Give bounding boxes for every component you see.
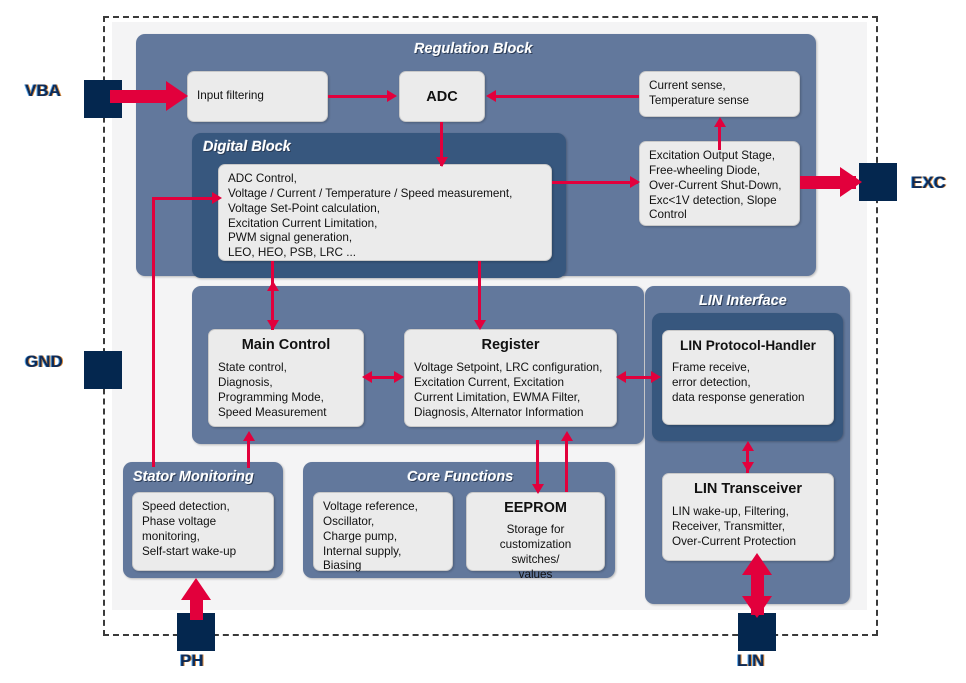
box-adc[interactable]: ADC	[399, 71, 485, 122]
connector-main-control-riser-upper	[271, 261, 274, 291]
box-core-analog-body: Voltage reference, Oscillator, Charge pu…	[323, 500, 418, 573]
connector-current-sense-to-adc	[495, 95, 639, 98]
box-core-analog[interactable]: Voltage reference, Oscillator, Charge pu…	[313, 492, 453, 573]
arrow-current-sense-to-adc	[486, 90, 496, 102]
box-eeprom-body: Storage for customization switches/ valu…	[499, 523, 572, 581]
pin-lin-label: LIN	[737, 651, 765, 670]
arrow-eeprom-to-register	[561, 431, 573, 441]
connector-stator-riser	[152, 197, 155, 467]
box-current-temperature-sense-body: Current sense, Temperature sense	[649, 79, 750, 107]
arrow-transceiver-to-lin-pin	[742, 596, 772, 618]
connector-register-lin-handler	[625, 376, 655, 379]
box-excitation-output-stage[interactable]: Excitation Output Stage, Free-wheeling D…	[639, 141, 800, 226]
arrow-adc-to-digital-core	[436, 157, 448, 167]
box-lin-transceiver-header: LIN Transceiver	[694, 481, 802, 497]
connector-digital-core-to-main-control	[271, 301, 274, 323]
arrow-register-to-lin-handler	[651, 371, 661, 383]
box-eeprom[interactable]: EEPROM Storage for customization switche…	[466, 492, 605, 581]
box-digital-core[interactable]: ADC Control, Voltage / Current / Tempera…	[218, 164, 552, 261]
connector-adc-to-digital-core	[440, 122, 443, 166]
connector-vba-to-input-filtering	[110, 90, 168, 103]
arrow-stator-to-main-control	[243, 431, 255, 441]
arrow-vba-to-input-filtering	[166, 81, 188, 111]
pin-gnd[interactable]	[84, 351, 122, 389]
arrow-digital-core-to-excitation	[630, 176, 640, 188]
arrow-register-to-main-control	[362, 371, 372, 383]
arrow-lin-pin-to-transceiver	[742, 553, 772, 575]
box-lin-transceiver-body: LIN wake-up, Filtering, Receiver, Transm…	[672, 505, 797, 548]
pin-gnd-label: GND	[25, 352, 63, 371]
box-lin-protocol-handler[interactable]: LIN Protocol-Handler Frame receive, erro…	[662, 330, 834, 425]
arrow-transceiver-to-handler	[742, 441, 754, 451]
arrow-ph-pin-to-stator	[181, 578, 211, 600]
box-main-control[interactable]: Main Control State control, Diagnosis, P…	[208, 329, 364, 427]
connector-digital-core-to-excitation	[552, 181, 638, 184]
box-digital-core-body: ADC Control, Voltage / Current / Tempera…	[228, 172, 513, 260]
chip-boundary	[103, 16, 878, 636]
connector-eeprom-to-register	[565, 440, 568, 492]
group-digital-block-title: Digital Block	[203, 139, 291, 155]
box-lin-protocol-handler-header: LIN Protocol-Handler	[680, 338, 816, 353]
box-excitation-output-stage-body: Excitation Output Stage, Free-wheeling D…	[649, 149, 782, 222]
box-input-filtering-body: Input filtering	[197, 89, 264, 103]
arrow-lin-handler-to-register	[616, 371, 626, 383]
pin-exc-label: EXC	[911, 173, 946, 192]
connector-register-to-eeprom	[536, 440, 539, 486]
group-lin-interface-title: LIN Interface	[699, 293, 787, 309]
arrow-main-control-to-register	[394, 371, 404, 383]
arrow-register-to-eeprom	[532, 484, 544, 494]
arrow-input-filtering-to-adc	[387, 90, 397, 102]
arrow-stator-to-digital-core	[212, 192, 222, 204]
box-main-control-header: Main Control	[241, 337, 331, 353]
pin-lin[interactable]	[738, 613, 776, 651]
connector-handler-to-transceiver	[746, 450, 749, 464]
connector-main-control-register	[371, 376, 399, 379]
box-register-header: Register	[481, 337, 540, 353]
box-adc-header: ADC	[426, 88, 458, 105]
box-stator-monitoring-body: Speed detection, Phase voltage monitorin…	[142, 500, 237, 558]
connector-input-filtering-to-adc	[328, 95, 388, 98]
box-register-body: Voltage Setpoint, LRC configuration, Exc…	[414, 361, 603, 419]
connector-stator-to-digital-core	[152, 197, 214, 200]
box-input-filtering[interactable]: Input filtering	[187, 71, 328, 122]
box-main-control-body: State control, Diagnosis, Programming Mo…	[218, 361, 327, 419]
box-lin-transceiver[interactable]: LIN Transceiver LIN wake-up, Filtering, …	[662, 473, 834, 561]
arrow-excitation-to-current-sense	[714, 117, 726, 127]
connector-stator-to-main-control	[247, 440, 250, 468]
connector-digital-core-to-register	[478, 261, 481, 323]
group-stator-monitoring-title: Stator Monitoring	[133, 469, 254, 485]
group-core-functions-title: Core Functions	[407, 469, 514, 485]
group-regulation-block-title: Regulation Block	[414, 41, 533, 57]
box-register[interactable]: Register Voltage Setpoint, LRC configura…	[404, 329, 617, 427]
arrow-digital-core-to-register	[474, 320, 486, 330]
arrow-excitation-to-exc-pin	[840, 167, 862, 197]
pin-ph-label: PH	[180, 651, 204, 670]
box-stator-monitoring[interactable]: Speed detection, Phase voltage monitorin…	[132, 492, 274, 571]
connector-excitation-to-current-sense	[718, 126, 721, 150]
arrow-digital-core-to-main-control	[267, 320, 279, 330]
box-eeprom-header: EEPROM	[504, 500, 567, 516]
pin-exc[interactable]	[859, 163, 897, 201]
pin-vba-label: VBA	[25, 81, 61, 100]
box-current-temperature-sense[interactable]: Current sense, Temperature sense	[639, 71, 800, 117]
box-lin-protocol-handler-body: Frame receive, error detection, data res…	[672, 361, 805, 404]
arrow-handler-to-transceiver	[742, 462, 754, 472]
